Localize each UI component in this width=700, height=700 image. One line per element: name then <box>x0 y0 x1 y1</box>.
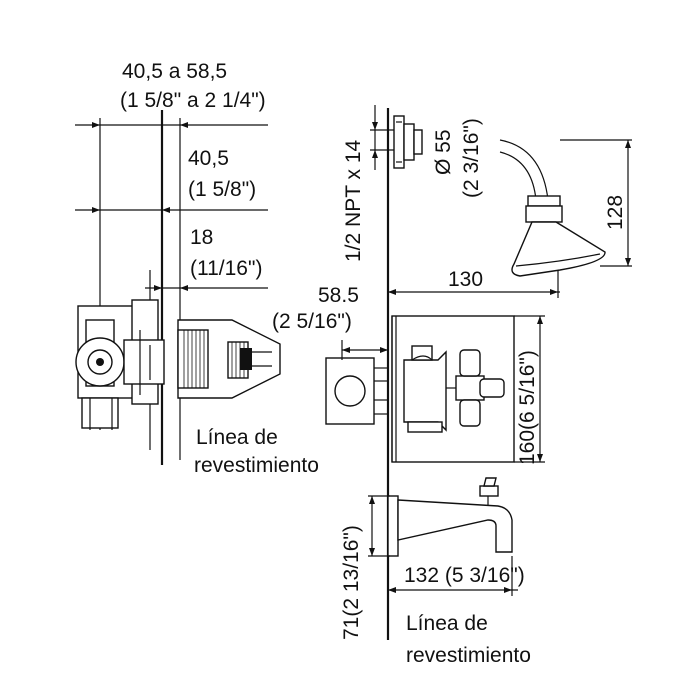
flange-diameter-imperial-label: (2 3/16") <box>460 118 483 198</box>
wall-line-right-label-2: revestimiento <box>406 644 531 667</box>
trim-front-view <box>325 105 632 640</box>
spout-reach-label: 132 (5 3/16") <box>404 564 525 587</box>
escutcheon-offset-metric-label: 58.5 <box>318 284 359 307</box>
depth-metric-label: 40,5 <box>188 147 229 170</box>
wall-line-left-label-2: revestimiento <box>194 454 319 477</box>
wall-line-left-label-1: Línea de <box>196 426 278 449</box>
depth-imperial-label: (1 5/8") <box>188 178 256 201</box>
escutcheon-offset-imperial-label: (2 5/16") <box>272 310 352 333</box>
range-imperial-label: (1 5/8" a 2 1/4") <box>120 89 266 112</box>
showerhead-reach-label: 130 <box>448 268 483 291</box>
trim-metric-label: 18 <box>190 226 213 249</box>
flange-diameter-label: Ø 55 <box>432 129 455 175</box>
trim-imperial-label: (11/16") <box>190 257 262 280</box>
spout-height-label: 71(2 13/16") <box>340 525 363 640</box>
wall-line-right-label-1: Línea de <box>406 612 488 635</box>
thread-label: 1/2 NPT x 14 <box>342 140 365 262</box>
showerhead-drop-label: 128 <box>604 195 627 230</box>
valve-side-view <box>75 110 281 465</box>
range-metric-label: 40,5 a 58,5 <box>122 60 227 83</box>
plate-height-label: 160(6 5/16") <box>516 350 539 465</box>
